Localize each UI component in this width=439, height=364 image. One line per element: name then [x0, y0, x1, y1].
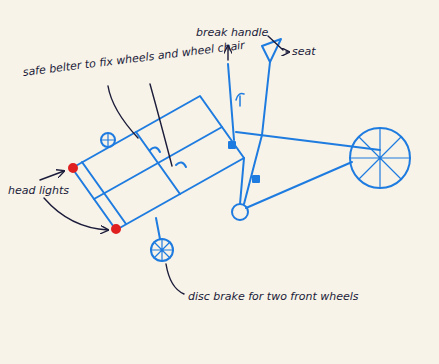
cabin-box [72, 96, 244, 230]
seat-post [262, 62, 270, 135]
annotation-label: disc brake for two front wheels [188, 290, 359, 303]
wheel-spokes [151, 239, 173, 261]
drive-wheel [232, 204, 248, 220]
rear-wheel [350, 128, 410, 188]
seat-belt-mark [150, 147, 160, 152]
frame-joint [253, 176, 259, 182]
wheel-spokes [350, 128, 410, 188]
frame-bar [240, 158, 244, 204]
leader-arrow [286, 51, 289, 52]
wheel-mount [156, 218, 160, 239]
front-wheel [151, 239, 173, 261]
annotation-label: safe belter to fix wheels and wheel chai… [22, 39, 245, 79]
leader-line [268, 36, 283, 50]
front-wheel [101, 133, 115, 147]
frame-bar [236, 132, 380, 150]
inner-divider [94, 127, 222, 199]
leader-line [166, 264, 184, 294]
annotation-label: head lights [8, 184, 69, 197]
annotation-label: seat [292, 45, 316, 58]
leader-line [108, 86, 138, 138]
wheel-spokes [101, 133, 115, 147]
annotation-label: break handle [196, 26, 268, 39]
frame-joint [229, 142, 235, 148]
head-light [112, 225, 120, 233]
head-light [69, 164, 77, 172]
seat-belt-mark [176, 162, 186, 167]
leader-arrow [44, 198, 108, 230]
leader-line [150, 84, 172, 166]
brake-lever [236, 94, 244, 106]
frame-bar [246, 162, 352, 208]
frame-bar [244, 135, 262, 204]
brake-handle [228, 64, 234, 140]
seat-shape [262, 39, 281, 62]
leader-arrow [40, 171, 64, 180]
